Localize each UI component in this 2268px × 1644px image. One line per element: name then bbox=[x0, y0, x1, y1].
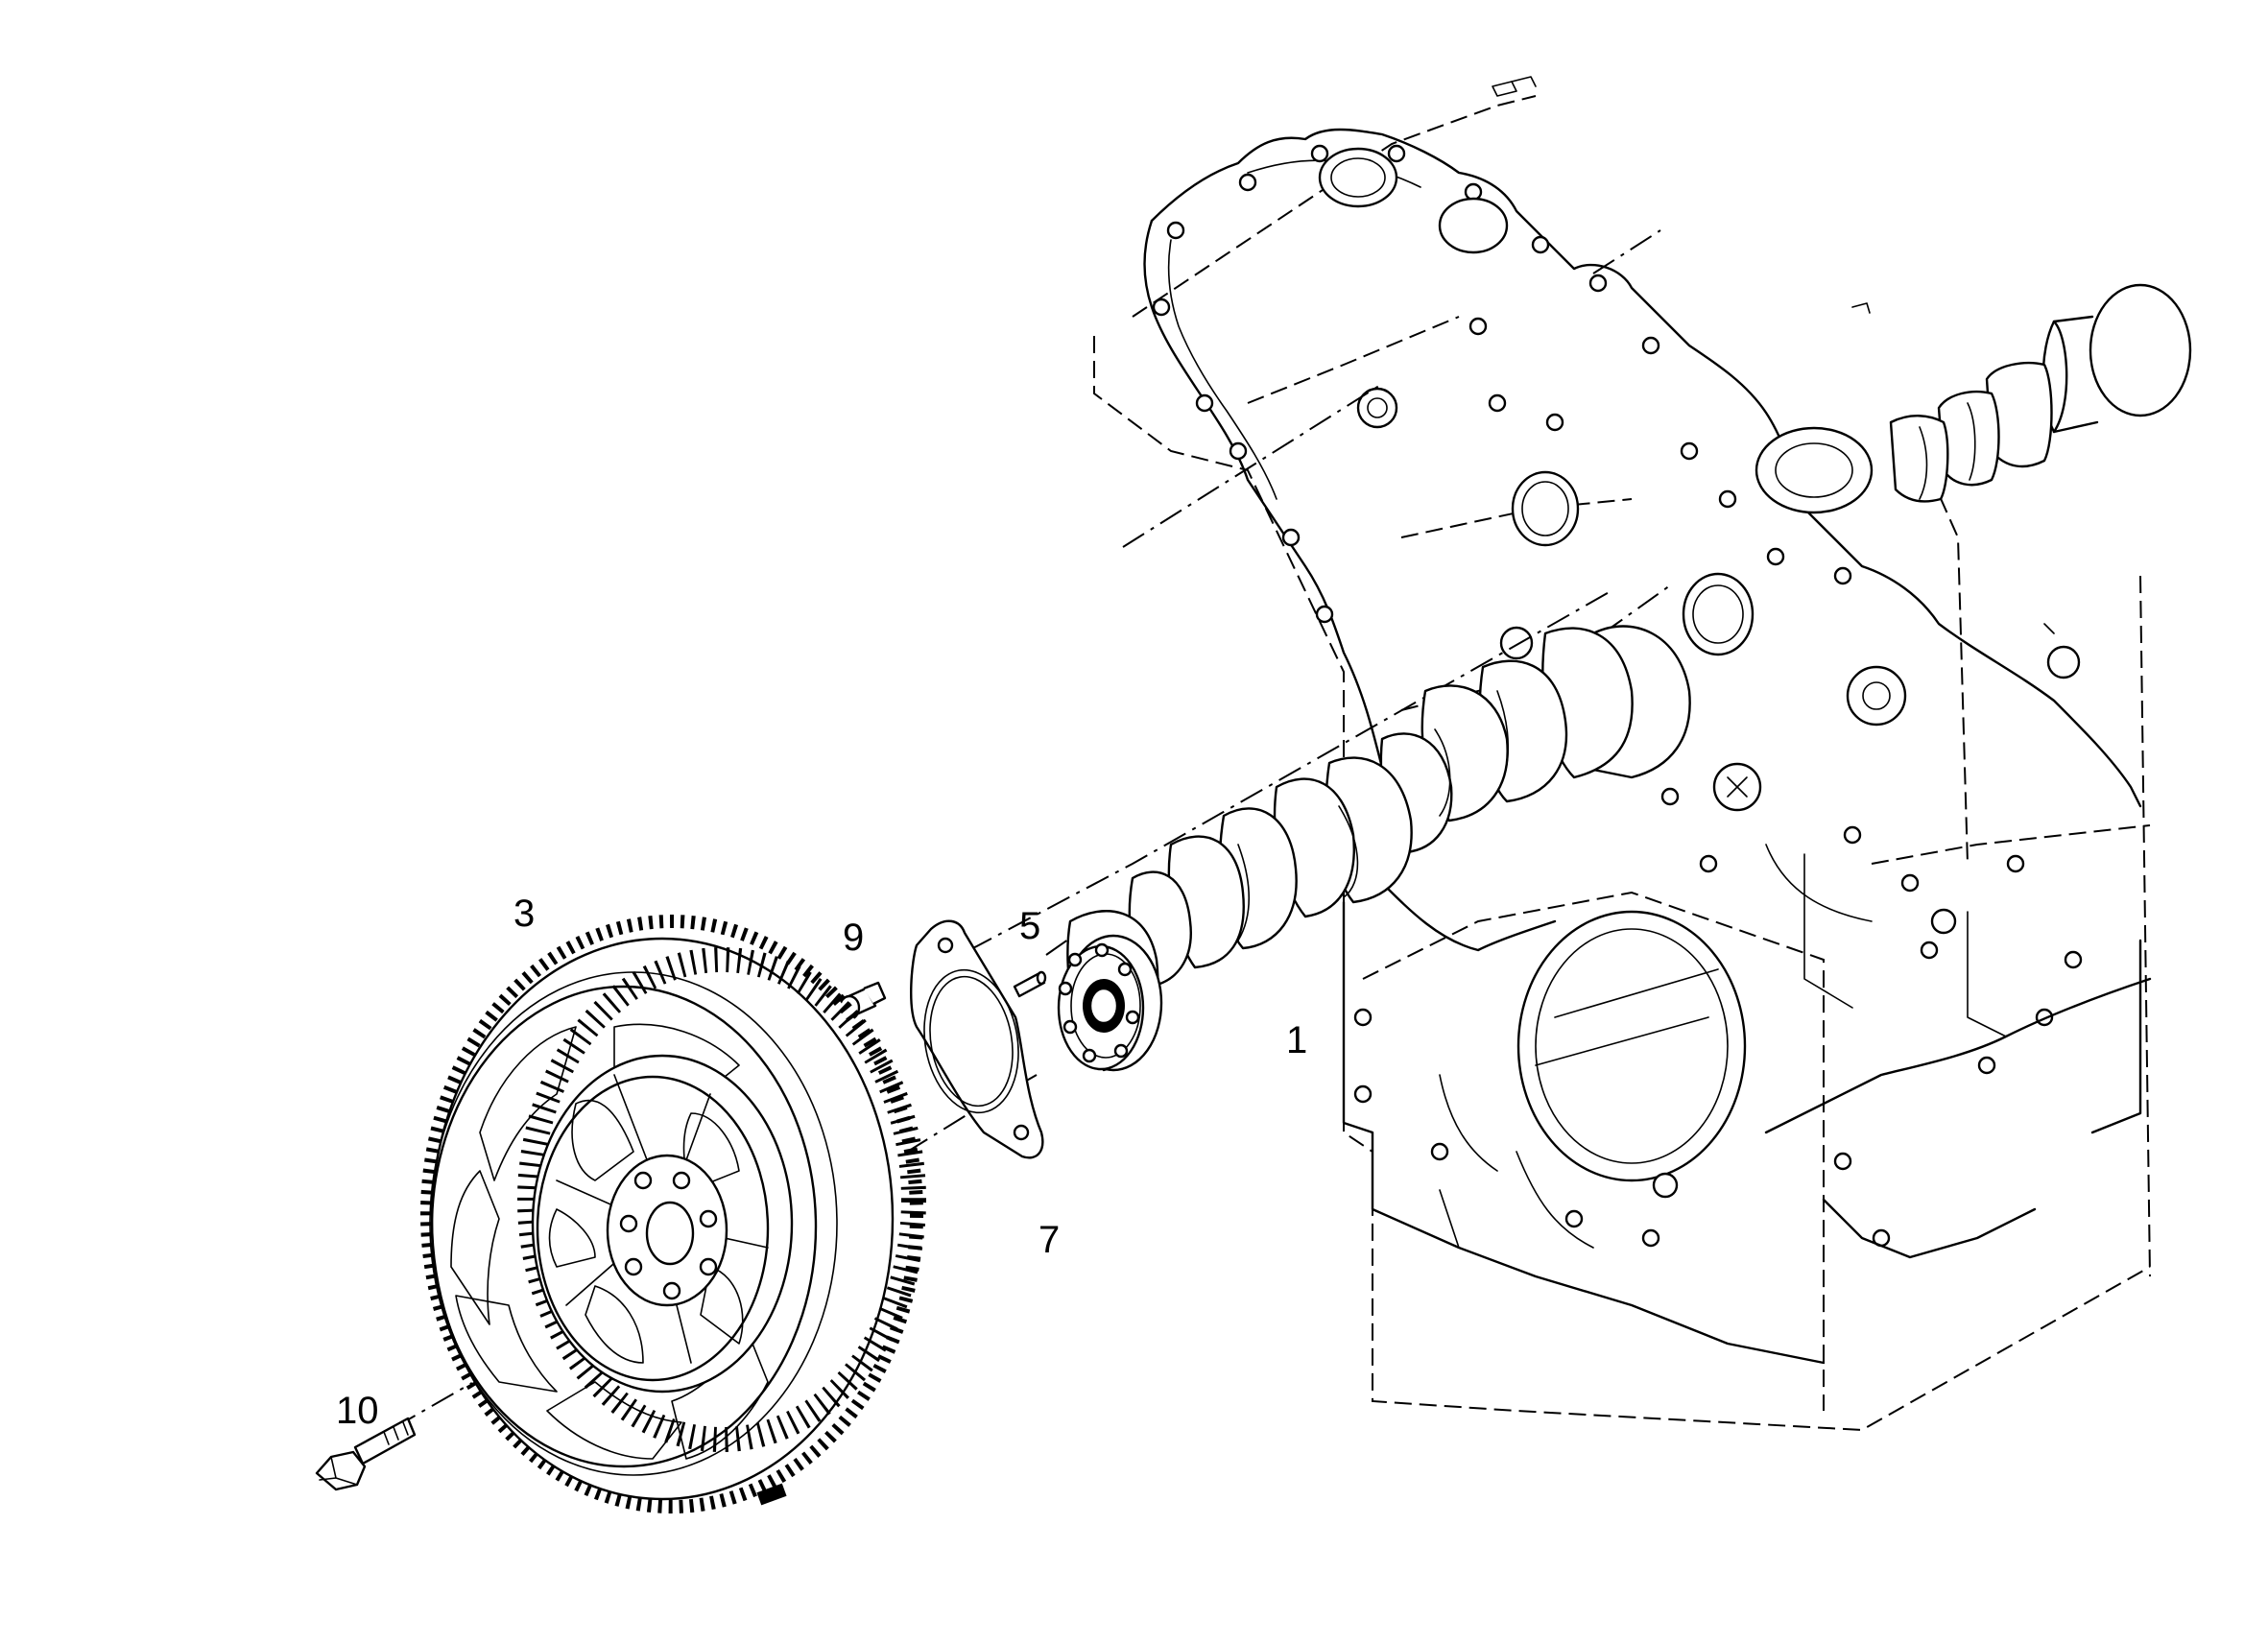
engine-timing-housing bbox=[1093, 76, 2152, 1432]
callout-gasket: 7 bbox=[1039, 1219, 1060, 1261]
upper-camshaft bbox=[1889, 283, 2192, 503]
callout-small-bolt: 9 bbox=[843, 917, 864, 959]
housing-bores bbox=[1318, 147, 2081, 935]
callout-labels: 1 3 5 7 9 10 bbox=[336, 893, 1307, 1432]
gear-bolt bbox=[315, 1417, 417, 1491]
callout-camshaft: 1 bbox=[1286, 1019, 1307, 1061]
housing-bolt-holes bbox=[1152, 144, 2083, 1248]
camshaft-gear bbox=[420, 915, 926, 1513]
dowel-pin bbox=[1013, 970, 1047, 998]
camshaft bbox=[1057, 625, 1691, 1072]
callout-gear-bolt: 10 bbox=[336, 1390, 379, 1432]
callout-pin: 5 bbox=[1019, 905, 1040, 947]
callout-gear: 3 bbox=[513, 893, 535, 935]
thrust-plate bbox=[910, 919, 1044, 1159]
lower-seal-bore bbox=[1516, 910, 1747, 1199]
